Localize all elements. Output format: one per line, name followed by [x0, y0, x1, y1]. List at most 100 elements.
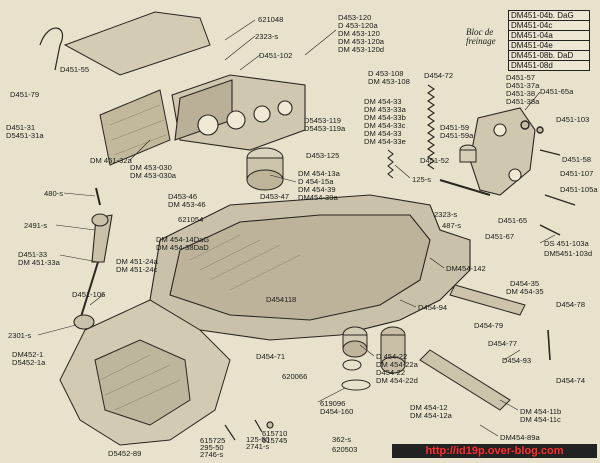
part-number-label: D5452-1a: [12, 358, 46, 367]
part-number-label: DM 454-11b: [520, 407, 562, 416]
part-number-label: DM 451-24c: [116, 265, 158, 274]
cover-plate: [63, 11, 211, 76]
bushing: [459, 144, 477, 163]
legend-row: DM451-04b. DaG: [509, 11, 589, 21]
gearbox-housing: [149, 194, 471, 341]
part-number-label: 2741-s: [246, 442, 270, 451]
part-number-label: 480-s: [44, 189, 63, 198]
part-number-label: 125-s: [412, 175, 431, 184]
part-number-label: 2323-s: [255, 32, 279, 41]
part-number-label: DM 451-32a: [90, 156, 132, 165]
part-number-label: D451-65a: [540, 87, 574, 96]
part-number-label: D451-57: [506, 73, 536, 82]
part-number-label: DM 453-120d: [338, 45, 385, 54]
part-number-label: D453-47: [260, 192, 290, 201]
part-number-label: 2301-s: [8, 331, 32, 340]
part-number-label: DM5451-103d: [544, 249, 593, 258]
part-number-label: DM 454-33: [364, 97, 402, 106]
part-number-label: DM 454-12: [410, 403, 448, 412]
part-number-label: D451-52: [420, 156, 450, 165]
part-number-label: D451-55: [60, 65, 90, 74]
leader-lines: [37, 19, 556, 437]
watermark-url[interactable]: http://id19p.over-blog.com: [392, 444, 597, 458]
part-number-label: 487-s: [442, 221, 461, 230]
part-number-label: D451-67: [485, 232, 515, 241]
part-number-label: 615745: [262, 436, 288, 445]
part-number-label: 615710: [262, 429, 288, 438]
part-number-label: D454-78: [556, 300, 586, 309]
gear: [380, 326, 406, 374]
part-number-label: DM 454-12a: [410, 411, 452, 420]
part-number-label: D 453-108: [368, 69, 404, 78]
bloc-de-freinage-label: Bloc de freinage: [466, 27, 496, 46]
part-number-label: DS 451-103a: [544, 239, 589, 248]
part-number-label: D451-65: [498, 216, 528, 225]
housing-sump: [59, 299, 231, 446]
part-number-label: 295-50: [200, 443, 224, 452]
bolts-right: [520, 120, 576, 236]
part-number-label: 620503: [332, 445, 358, 454]
part-number-label: D451-58: [562, 155, 592, 164]
part-number-label: D5453-119: [304, 116, 342, 125]
part-number-label: D451-38a: [506, 97, 540, 106]
part-number-label: D454-79: [474, 321, 504, 330]
shift-block: [171, 74, 306, 151]
part-number-label: D453-46: [168, 192, 198, 201]
part-number-label: D454-94: [418, 303, 448, 312]
part-number-label: 2746-s: [200, 450, 224, 459]
part-number-label: D451-105a: [560, 185, 598, 194]
part-number-label: DM 451-33a: [18, 258, 60, 267]
part-number-label: D454118: [266, 295, 297, 304]
part-number-label: D451-102: [259, 51, 293, 60]
part-number-label: 2323-s: [434, 210, 458, 219]
part-number-label: D451-107: [560, 169, 594, 178]
part-number-label: DM454-142: [446, 264, 486, 273]
part-number-label: DM 453-030: [130, 163, 172, 172]
legend-row: DM451-04e: [509, 41, 589, 51]
part-number-label: D5452-89: [108, 449, 142, 458]
part-number-label: DM 454-33c: [364, 121, 406, 130]
part-number-label: DM 454-22a: [376, 360, 418, 369]
part-number-label: D 454-22: [376, 352, 408, 361]
part-number-label: D451-59: [440, 123, 470, 132]
spring: [427, 84, 435, 170]
gasket: [99, 89, 171, 166]
bearing: [341, 326, 371, 391]
part-number-label: D451-37a: [506, 81, 540, 90]
part-number-label: 2491-s: [24, 221, 48, 230]
part-number-label: 620066: [282, 372, 308, 381]
part-number-label: 125-50: [246, 435, 270, 444]
part-number-label: D451-106: [72, 290, 106, 299]
part-number-label: DM 453-108: [368, 77, 410, 86]
hatching: [99, 104, 301, 411]
part-number-label: DM 453-46: [168, 200, 206, 209]
part-number-label: D451-31: [6, 123, 36, 132]
part-number-label: D454-74: [556, 376, 586, 385]
part-number-label: D451-79: [10, 90, 40, 99]
part-number-label: DM 454-39: [298, 185, 336, 194]
spring-lower: [387, 149, 394, 179]
part-number-label: 362-s: [332, 435, 351, 444]
part-number-label: DM 453-030a: [130, 171, 177, 180]
part-number-label: DM 453-120a: [338, 37, 385, 46]
part-number-label: D451-38: [506, 89, 536, 98]
part-number-label: D 454-15a: [298, 177, 334, 186]
brake-bracket: [469, 107, 536, 196]
part-number-label: DM 451-24a: [116, 257, 158, 266]
part-number-label: DM 454-33: [364, 129, 402, 138]
pin-rod: [439, 179, 491, 196]
part-number-label: D454-77: [488, 339, 518, 348]
part-number-label: DM 453-120: [338, 29, 380, 38]
part-number-label: DM454-89a: [500, 433, 540, 442]
part-number-label: DM 454-13a: [298, 169, 340, 178]
part-number-label: D453-125: [306, 151, 340, 160]
part-number-label: D 453-120a: [338, 21, 378, 30]
part-number-label: 621048: [258, 15, 284, 24]
part-number-label: DM 454-38DaD: [156, 243, 209, 252]
part-number-label: DM 454-22d: [376, 376, 418, 385]
small-pin: [547, 329, 551, 361]
part-number-label: D451-33: [18, 250, 48, 259]
legend-row: DM451-04a: [509, 31, 589, 41]
